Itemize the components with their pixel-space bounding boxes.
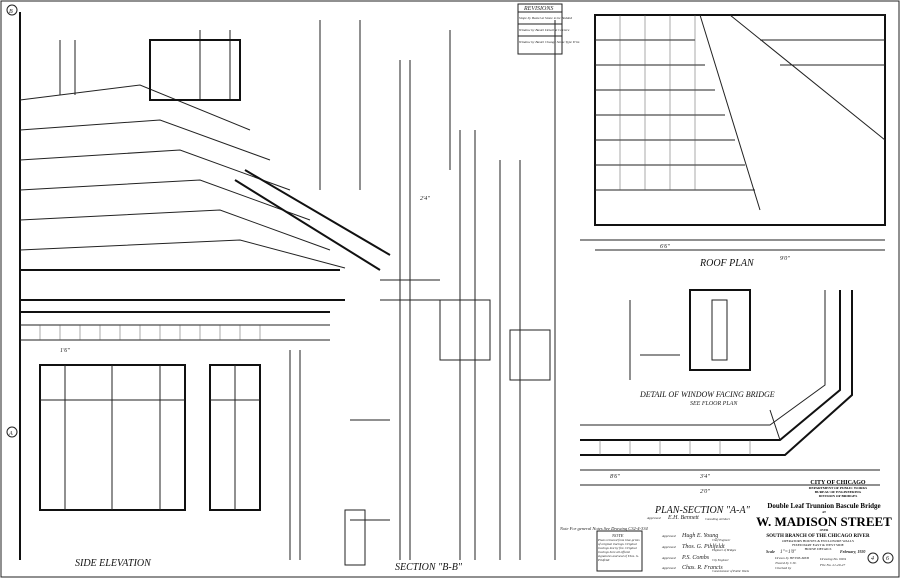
title-block: CITY OF CHICAGO DEPARTMENT OF PUBLIC WOR… [756, 480, 892, 551]
approval-title: City Engineer [712, 558, 730, 562]
window-detail-label: DETAIL OF WINDOW FACING BRIDGE [639, 390, 775, 399]
drawing-number: Drawing No. 6904 [819, 557, 846, 561]
revision-item: Window by Bastel Change Stone Type Trim [519, 40, 580, 44]
note-body: Plans retraced from blue-prints of origi… [598, 538, 640, 562]
plan-section-label: PLAN-SECTION "A-A" [654, 505, 751, 516]
checked-by: Checked by [775, 566, 792, 570]
title-bureau: BUREAU OF ENGINEERING [815, 490, 862, 494]
section-marker-a: A [8, 431, 13, 437]
title-line: FIXED PART EAST & WEST SIDE [792, 543, 844, 547]
revision-item: Slope by Bastel at Stone to be Bedded [519, 16, 572, 20]
dimension-label: 3'4" [699, 473, 710, 480]
approval-signature: Thos. G. Pihlfeldt [682, 543, 725, 550]
dimension-label: 9'0" [780, 256, 790, 262]
window-detail-view: DETAIL OF WINDOW FACING BRIDGE SEE FLOOR… [629, 289, 775, 407]
roof-plan-label: ROOF PLAN [699, 258, 755, 269]
file-number: File No. 21-29-27 [819, 563, 845, 567]
traced-by: Traced by C.W. [775, 561, 797, 565]
title-dept: DEPARTMENT OF PUBLIC WORKS [809, 486, 867, 490]
approval-title: Consulting Architect [705, 517, 730, 521]
title-block-details: Scale 1"=1'0" February, 1920 Drawn by HE… [766, 549, 894, 570]
dimension-label: 6'6" [660, 244, 670, 250]
approval-signature: P.S. Combs [681, 555, 710, 561]
side-elevation-label: SIDE ELEVATION [75, 558, 152, 569]
plan-section-view: 8'6" 3'4" 2'0" PLAN-SECTION "A-A" [580, 290, 880, 516]
title-bridge-type: Double Leaf Trunnion Bascule Bridge [767, 502, 880, 510]
approval-title: Commissioner of Public Works [712, 569, 750, 573]
approval-role: Approved [661, 534, 676, 538]
title-river: SOUTH BRANCH OF THE CHICAGO RIVER [766, 534, 870, 539]
general-note: Note For general Notes See Drawing C32-4… [559, 526, 648, 531]
approval-title: Chief Engineer [712, 538, 731, 542]
approval-role: Approved [661, 545, 676, 549]
sheet-total: 6 [886, 556, 889, 562]
approvals: Approved E.H. Bennett Consulting Archite… [646, 515, 750, 573]
scale-label: Scale [766, 549, 775, 554]
notes: Note For general Notes See Drawing C32-4… [559, 526, 648, 572]
side-elevation-view: B A SIDE ELEVATION [6, 4, 346, 569]
approval-title: Engineer of Bridges [711, 548, 737, 552]
roof-plan-view: 6'6" 9'0" ROOF PLAN [580, 14, 886, 269]
approval-signature: Chas. R. Francis [682, 565, 723, 571]
approval-role: Approved [646, 516, 661, 520]
title-over: OVER [820, 528, 830, 532]
window-detail-sublabel: SEE FLOOR PLAN [690, 401, 738, 407]
note-header: NOTE [611, 533, 624, 538]
title-line: HOUSE DETAILS [805, 547, 832, 551]
dimension-label: 8'6" [610, 474, 620, 480]
approval-role: Approved [661, 556, 676, 560]
approval-signature: E.H. Bennett [667, 515, 699, 521]
revision-item: Window by Bastel Detail at Cornice [519, 28, 570, 32]
section-bb-view: SECTION "B-B" [149, 20, 556, 573]
title-line: OPERATORS HOUSES & ENCLOSURE WALLS [782, 539, 854, 543]
revisions-header: REVISIONS [523, 6, 553, 12]
drawing-date: February, 1920 [840, 549, 865, 554]
section-bb-label: SECTION "B-B" [395, 562, 463, 573]
title-division: DIVISION OF BRIDGES [819, 494, 858, 498]
drawn-by: Drawn by HETSB-MKB [774, 556, 810, 560]
scale-value: 1"=1'0" [780, 550, 797, 555]
title-street: W. MADISON STREET [756, 514, 892, 529]
sheet-number: 4 [871, 555, 874, 562]
section-marker-b: B [9, 9, 13, 15]
approval-signature: Hugh E. Young [681, 533, 718, 539]
dimension-label: 2'0" [700, 489, 710, 495]
dimension-label: 1'6" [60, 348, 70, 354]
dimension-label: 2'4" [420, 195, 430, 202]
revisions-table: REVISIONS Slope by Bastel at Stone to be… [517, 3, 580, 55]
title-at: AT [822, 510, 826, 514]
approval-role: Approved [661, 566, 676, 570]
title-city: CITY OF CHICAGO [810, 480, 866, 486]
